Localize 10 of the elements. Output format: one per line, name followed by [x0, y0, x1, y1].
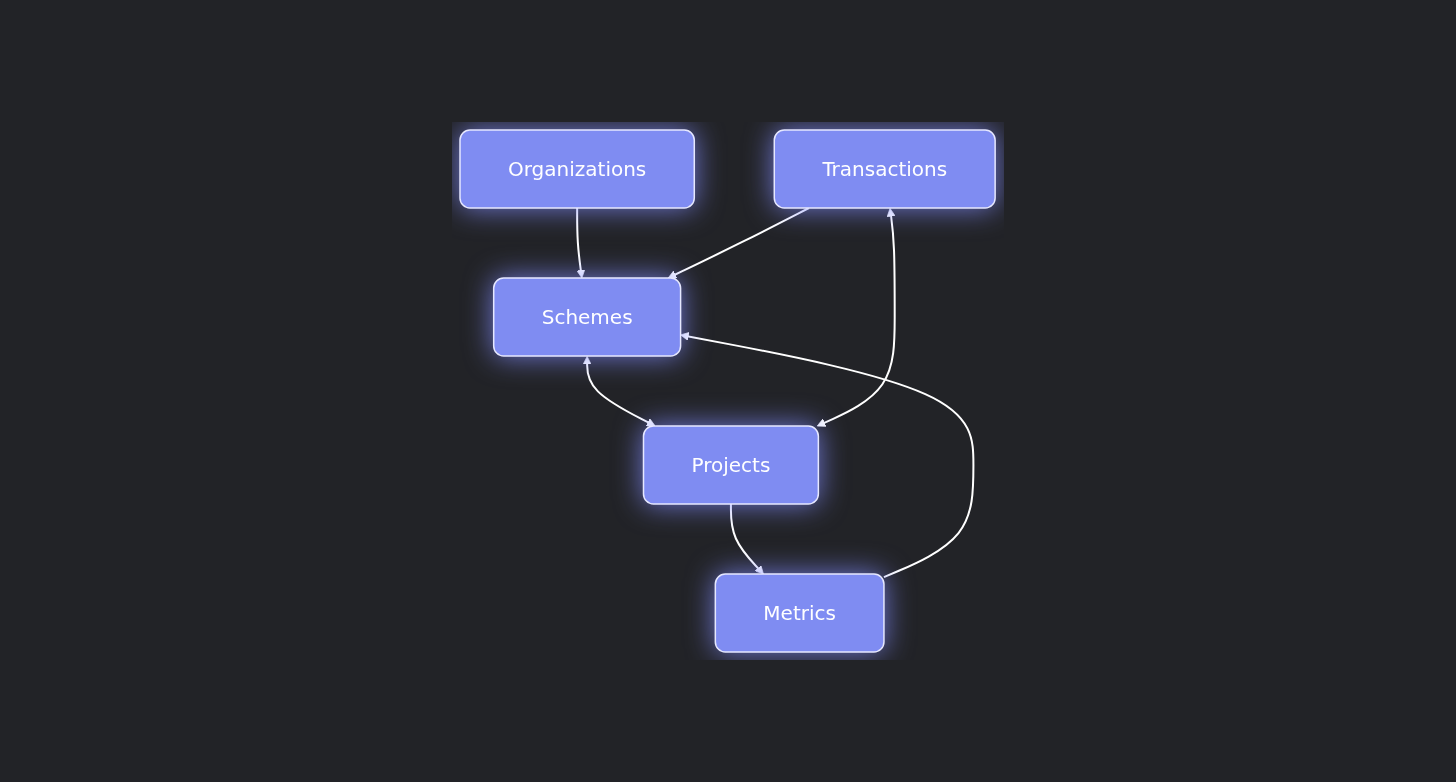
- node-box: Organizations: [459, 129, 696, 209]
- arrow: [583, 356, 656, 427]
- arrow: [576, 207, 586, 279]
- node-box: Metrics: [715, 573, 886, 653]
- node-box: Transactions: [773, 129, 997, 209]
- arrow: [668, 207, 811, 279]
- arrow: [730, 503, 765, 575]
- arrow: [817, 208, 897, 427]
- node-box: Schemes: [493, 277, 682, 357]
- node-box: Projects: [643, 425, 820, 505]
